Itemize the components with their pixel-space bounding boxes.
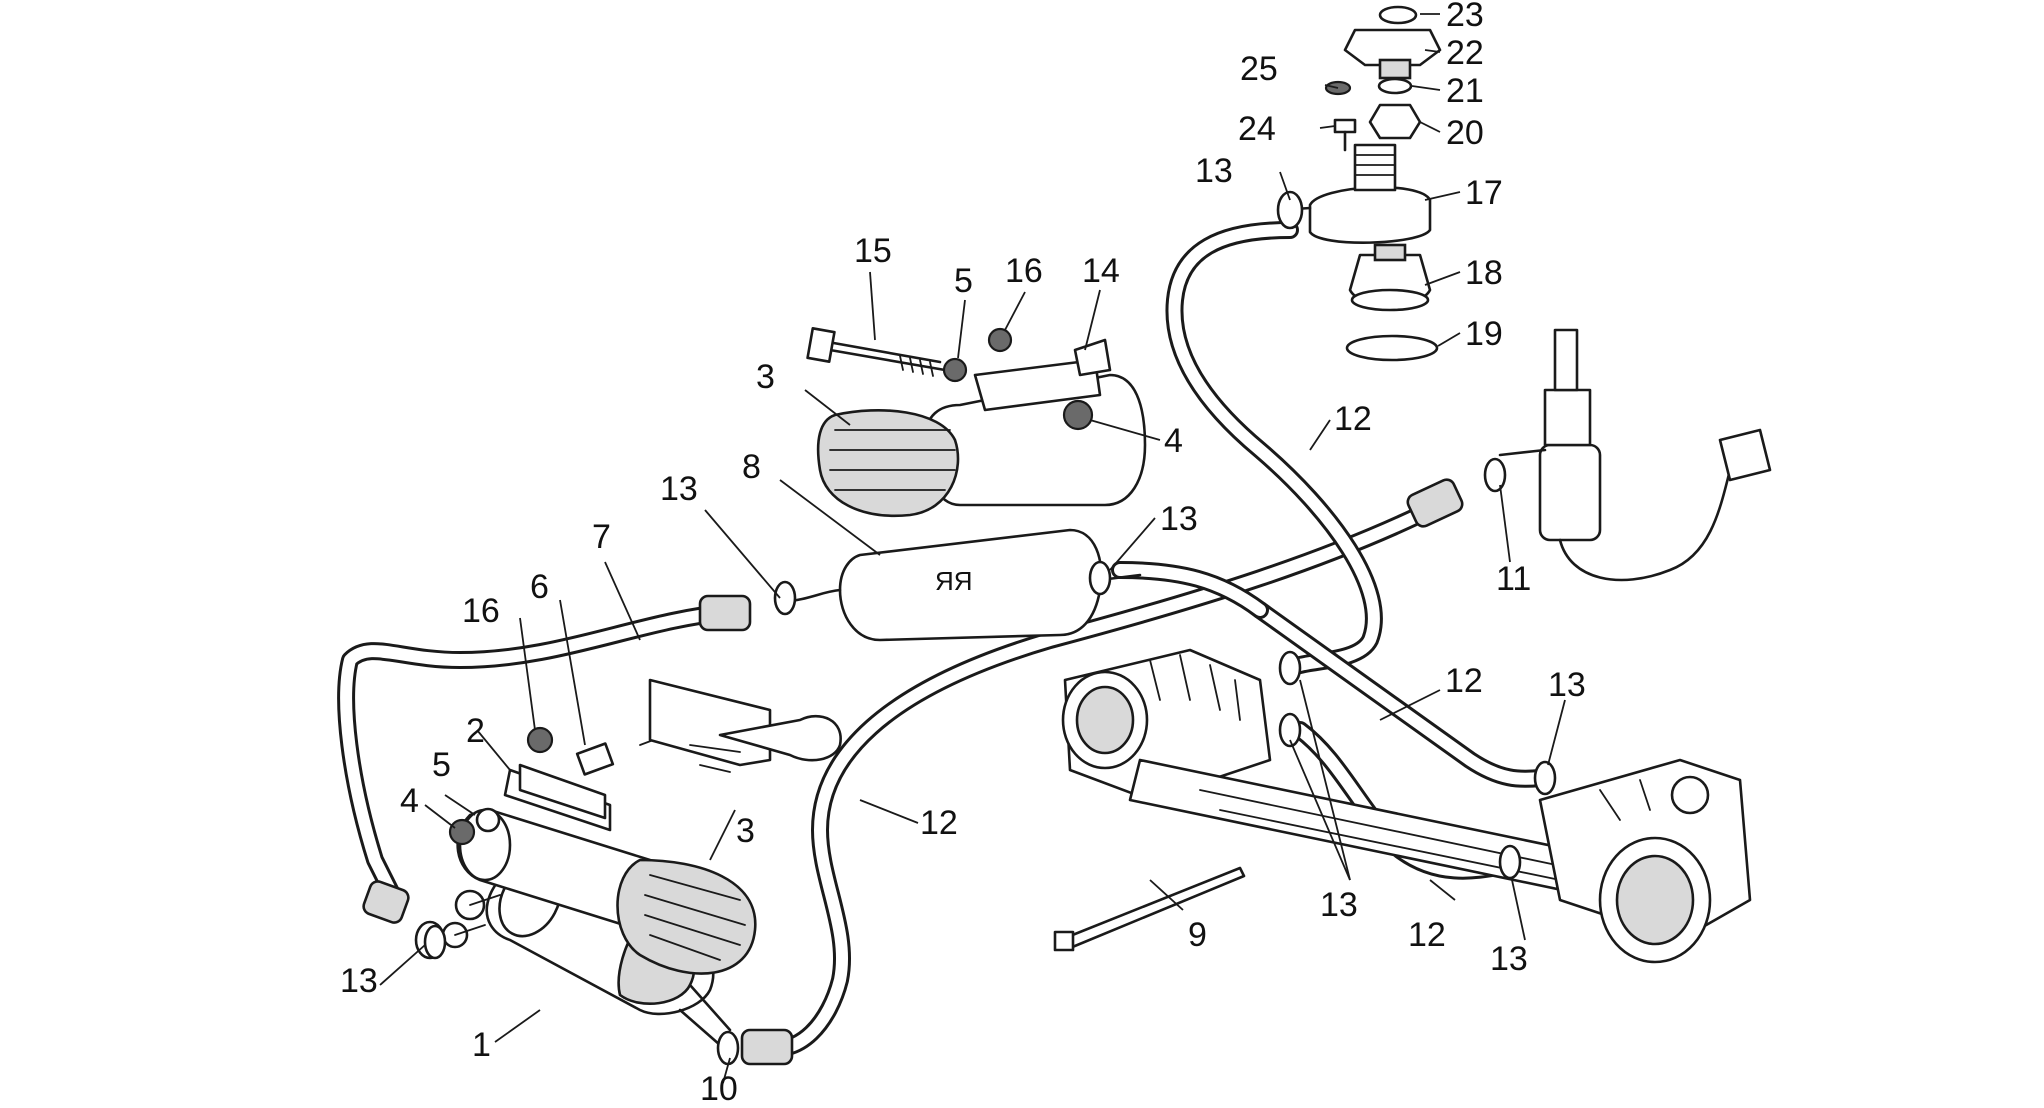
callout-1: 1 <box>472 1026 491 1064</box>
washer-16-lower <box>526 726 554 754</box>
hose-12-upper <box>1165 221 1383 674</box>
cover-22 <box>1343 28 1442 80</box>
callout-18: 18 <box>1465 254 1503 292</box>
oring-23 <box>1378 5 1418 25</box>
callout-7: 7 <box>592 518 611 556</box>
callout-13-top: 13 <box>1195 152 1233 190</box>
callout-12-right: 12 <box>1445 662 1483 700</box>
callout-22: 22 <box>1446 34 1484 72</box>
callout-9: 9 <box>1188 916 1207 954</box>
hose-11 <box>740 478 1464 1066</box>
support-bracket <box>648 678 842 773</box>
circlip-19 <box>1345 334 1439 362</box>
callout-10-lower: 10 <box>700 1070 738 1108</box>
fuel-pressure-sensor <box>1498 328 1772 582</box>
callout-25: 25 <box>1240 50 1278 88</box>
callout-13-pump: 13 <box>340 962 378 1000</box>
callout-16-upper: 16 <box>1005 252 1043 290</box>
screw-24 <box>1333 118 1357 152</box>
callout-13-lower-right: 13 <box>1490 940 1528 978</box>
callout-23: 23 <box>1446 0 1484 34</box>
inline-filter-8: ЯЯ <box>778 528 1142 642</box>
callout-4-lower: 4 <box>400 782 419 820</box>
callout-21: 21 <box>1446 72 1484 110</box>
callout-10-right: 11 <box>1496 560 1531 598</box>
callout-14: 14 <box>1082 252 1120 290</box>
washer-21 <box>1377 77 1413 95</box>
callout-3-lower: 3 <box>736 812 755 850</box>
nut-20 <box>1368 103 1422 140</box>
filter-assembly-upper <box>816 338 1147 518</box>
callout-5-lower: 5 <box>432 746 451 784</box>
callout-13-center: 13 <box>1320 886 1358 924</box>
callout-24: 24 <box>1238 110 1276 148</box>
leader-lines <box>379 13 1566 1084</box>
callout-6: 6 <box>530 568 549 606</box>
callout-19: 19 <box>1465 315 1503 353</box>
hose-clamps <box>423 190 1557 1066</box>
valve-18 <box>1348 243 1432 312</box>
callout-16-lower: 16 <box>462 592 500 630</box>
callout-3-upper: 3 <box>756 358 775 396</box>
washer-16-upper <box>987 327 1013 353</box>
throttle-body-right <box>1538 758 1752 964</box>
callout-20: 20 <box>1446 114 1484 152</box>
hose-8-outlet <box>1111 561 1269 619</box>
callout-17: 17 <box>1465 174 1503 212</box>
throttle-body-left <box>1061 648 1272 802</box>
bolt-15 <box>806 327 947 377</box>
callout-12-lower: 12 <box>1408 916 1446 954</box>
callout-labels: 23 22 21 20 25 24 13 17 18 19 15 5 16 14… <box>340 0 1586 1108</box>
hose-7 <box>337 594 752 924</box>
callout-8: 8 <box>742 448 761 486</box>
cable-tie-9 <box>1053 866 1246 952</box>
callout-13-filter-left: 13 <box>660 470 698 508</box>
callout-13-filter-right: 13 <box>1160 500 1198 538</box>
regulator-17 <box>1278 143 1432 244</box>
svg-text:ЯЯ: ЯЯ <box>935 566 973 596</box>
hose-12-right <box>1251 601 1549 788</box>
callout-5-upper: 5 <box>954 262 973 300</box>
callout-13-right: 13 <box>1548 666 1586 704</box>
bracket-2 <box>518 763 607 820</box>
washer-5-upper <box>942 357 968 383</box>
callout-2: 2 <box>466 712 485 750</box>
washer-5-lower <box>475 807 501 833</box>
nut-4-lower <box>448 818 476 846</box>
callout-11: 12 <box>920 804 958 842</box>
callout-12-upper: 12 <box>1334 400 1372 438</box>
callout-15: 15 <box>854 232 892 270</box>
callout-4-upper: 4 <box>1164 422 1183 460</box>
